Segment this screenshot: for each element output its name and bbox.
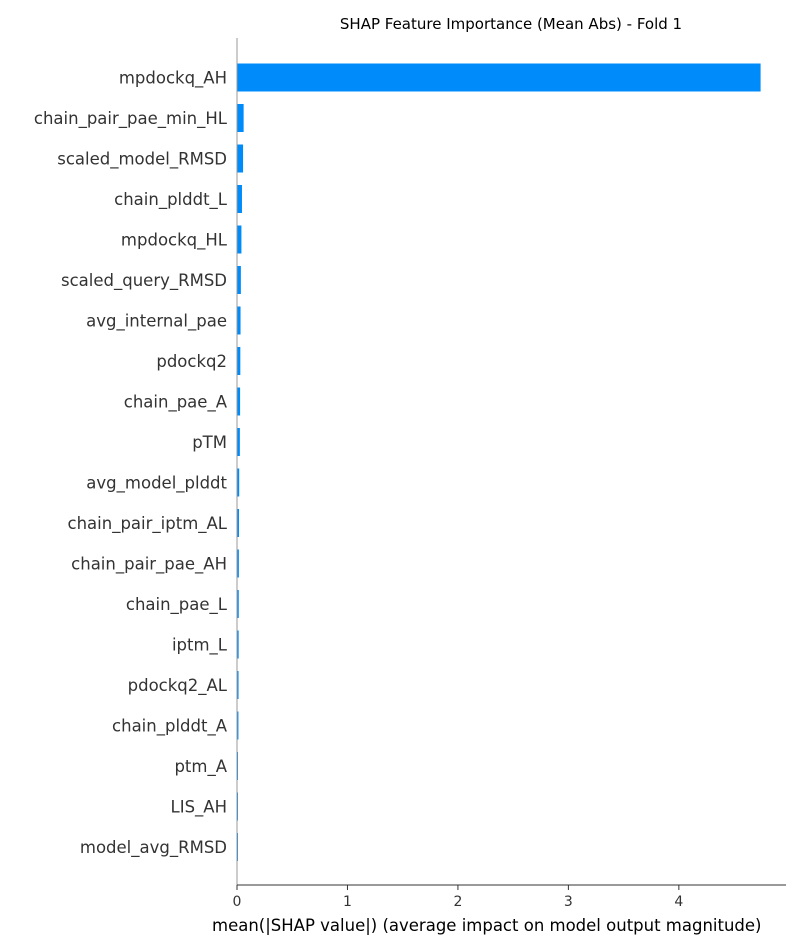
x-tick-label-3: 3 xyxy=(564,894,573,910)
category-label-chain_pae_A: chain_pae_A xyxy=(124,393,228,413)
bar-chain_pair_iptm_AL xyxy=(237,509,239,537)
bar-mpdockq_AH xyxy=(237,63,761,92)
category-label-iptm_L: iptm_L xyxy=(172,636,228,656)
bar-scaled_query_RMSD xyxy=(237,266,241,294)
category-labels: mpdockq_AH chain_pair_pae_min_HL scaled_mo… xyxy=(34,69,228,859)
category-label-scaled_model_RMSD: scaled_model_RMSD xyxy=(57,150,227,170)
bar-chain_pair_pae_AH xyxy=(237,549,239,578)
bar-chain_plddt_L xyxy=(237,185,242,213)
category-label-chain_plddt_A: chain_plddt_A xyxy=(112,717,228,737)
x-tick-label-0: 0 xyxy=(233,894,242,910)
category-label-avg_model_plddt: avg_model_plddt xyxy=(86,474,227,494)
bar-pdockq2_AL xyxy=(237,671,239,699)
x-axis-ticks: 0 1 2 3 4 xyxy=(233,885,683,910)
bar-pTM xyxy=(237,428,240,456)
category-label-chain_pae_L: chain_pae_L xyxy=(126,595,228,615)
bar-iptm_L xyxy=(237,630,239,659)
category-label-chain_pair_iptm_AL: chain_pair_iptm_AL xyxy=(68,514,228,534)
bar-chain_pae_L xyxy=(237,590,239,618)
category-label-LIS_AH: LIS_AH xyxy=(171,798,227,818)
chart-title: SHAP Feature Importance (Mean Abs) - Fol… xyxy=(340,15,682,33)
bar-chain_pair_pae_min_HL xyxy=(237,104,244,132)
category-label-ptm_A: ptm_A xyxy=(174,757,227,777)
category-label-mpdockq_AH: mpdockq_AH xyxy=(119,69,227,89)
bar-mpdockq_HL xyxy=(237,225,242,254)
category-label-chain_pair_pae_min_HL: chain_pair_pae_min_HL xyxy=(34,109,228,129)
bar-chain_plddt_A xyxy=(237,711,239,740)
category-label-chain_plddt_L: chain_plddt_L xyxy=(114,190,228,210)
category-label-pdockq2: pdockq2 xyxy=(156,352,227,371)
category-label-avg_internal_pae: avg_internal_pae xyxy=(86,312,227,332)
bar-avg_internal_pae xyxy=(237,306,241,335)
category-label-scaled_query_RMSD: scaled_query_RMSD xyxy=(61,271,227,291)
bar-pdockq2 xyxy=(237,347,241,375)
category-label-pdockq2_AL: pdockq2_AL xyxy=(128,676,228,696)
x-axis-label: mean(|SHAP value|) (average impact on mo… xyxy=(212,916,762,935)
bar-scaled_model_RMSD xyxy=(237,144,244,173)
category-label-pTM: pTM xyxy=(192,433,227,452)
x-tick-label-4: 4 xyxy=(674,894,683,910)
category-label-model_avg_RMSD: model_avg_RMSD xyxy=(80,838,227,858)
bar-avg_model_plddt xyxy=(237,468,240,497)
bar-chain_pae_A xyxy=(237,387,241,416)
x-tick-label-1: 1 xyxy=(343,894,352,910)
x-tick-label-2: 2 xyxy=(453,894,462,910)
category-label-chain_pair_pae_AH: chain_pair_pae_AH xyxy=(71,555,227,575)
bars-layer xyxy=(237,63,761,861)
category-label-mpdockq_HL: mpdockq_HL xyxy=(121,231,228,251)
